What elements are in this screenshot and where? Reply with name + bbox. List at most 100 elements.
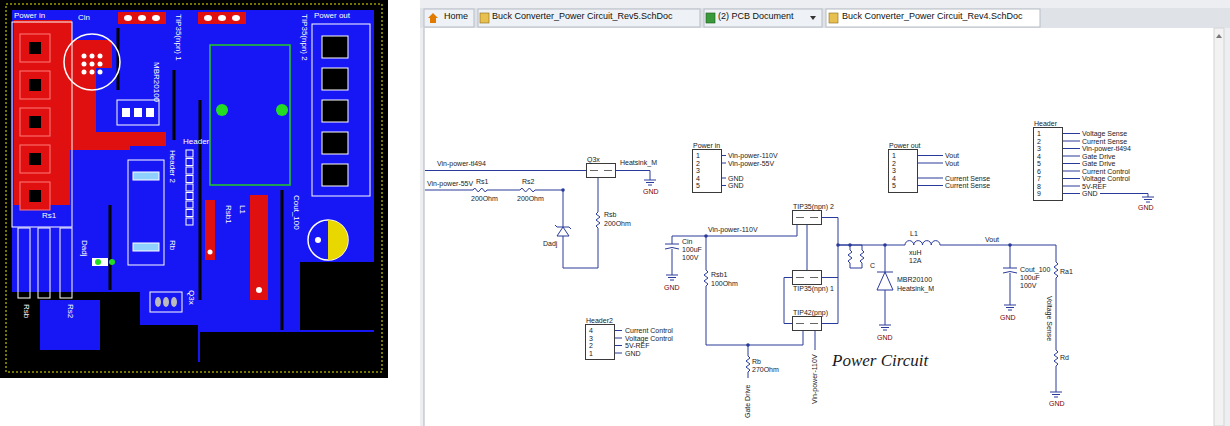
silkscreen-label: Rs1	[42, 212, 56, 220]
net-label: 100uF	[1020, 274, 1040, 281]
net-label: Current Sense	[945, 182, 990, 189]
pin-number: 9	[1034, 190, 1041, 198]
net-label: Vin-power-55V	[427, 180, 473, 187]
silkscreen-label: Dadj	[80, 240, 88, 256]
net-label: 5V-REF	[625, 342, 650, 349]
net-label: GND	[625, 350, 641, 357]
net-label: GND	[728, 175, 744, 182]
net-label: Cin	[682, 238, 693, 245]
connector-header: Header24321	[585, 324, 615, 360]
power-port-label: GND	[1000, 314, 1016, 321]
net-label: Rs1	[476, 178, 488, 185]
transistor-symbol: Q3x	[586, 163, 616, 178]
net-label: Vin-power-110V	[811, 354, 818, 404]
silkscreen-label: Power out	[314, 12, 350, 20]
net-label: 270Ohm	[752, 366, 779, 373]
power-port-label: GND	[664, 284, 680, 291]
pin-number: 1	[693, 152, 700, 160]
wire-connector	[784, 278, 792, 324]
pin-number: 1	[1034, 130, 1041, 138]
part-designator: Power in	[693, 142, 720, 149]
net-label: Voltage Sense	[1082, 130, 1127, 137]
pin-number: 3	[1034, 145, 1041, 153]
net-label: L1	[910, 230, 918, 237]
net-label: 12A	[909, 257, 921, 264]
pcb-layout	[0, 0, 388, 378]
net-label: Rd	[1060, 354, 1069, 361]
pin-number: 4	[693, 175, 700, 183]
pin-number: 5	[1034, 160, 1041, 168]
silkscreen-label: Rb	[168, 240, 176, 250]
net-label: Current Sense	[1082, 138, 1127, 145]
silkscreen-label: TIP35(npn) 2	[300, 14, 308, 61]
net-label: GND	[1082, 190, 1098, 197]
net-label: 100Ohm	[711, 280, 738, 287]
net-label: Rsb	[604, 211, 616, 218]
pin-number: 4	[1034, 153, 1041, 161]
pin-number: 2	[1034, 138, 1041, 146]
pin-number: 4	[889, 175, 896, 183]
silkscreen-label: Rsb	[22, 304, 30, 318]
part-designator: TIP35(npn) 1	[793, 285, 834, 292]
net-label: Vout	[985, 236, 999, 243]
net-label: Vout	[945, 160, 959, 167]
pin-number: 1	[889, 152, 896, 160]
net-label: Heatsink_M	[897, 285, 934, 292]
pin-number: 2	[889, 160, 896, 168]
net-label: 5V-REF	[1082, 183, 1107, 190]
net-label: Vin-power-110V	[708, 226, 758, 233]
pin-number: 5	[693, 182, 700, 190]
silkscreen-label: Power in	[14, 12, 45, 20]
net-label: 100uF	[682, 246, 702, 253]
part-designator: Header2	[586, 317, 613, 324]
net-label: 200Ohm	[517, 195, 544, 202]
connector-header: Power in12345	[692, 149, 722, 193]
pin-number: 3	[889, 167, 896, 175]
net-label: MBR20100	[897, 276, 932, 283]
net-label: Gate Drive	[1082, 153, 1115, 160]
transistor-symbol: TIP42(pnp)	[792, 316, 822, 331]
part-designator: Header	[1034, 120, 1057, 127]
net-label: C	[870, 262, 875, 269]
wire-connector	[807, 225, 808, 270]
net-label: Voltage Control	[625, 335, 673, 342]
silkscreen-label: Rs2	[66, 304, 74, 318]
sheet-title: Power Circuit	[832, 352, 928, 369]
silkscreen-label: Cin	[78, 14, 90, 22]
power-port-label: GND	[643, 188, 659, 195]
net-label: Cout_100	[1020, 266, 1050, 273]
editor-window	[420, 0, 1230, 426]
part-designator: Power out	[889, 142, 921, 149]
tab-title: Buck Converter_Power Circuit_Rev5.SchDoc	[492, 12, 673, 21]
silkscreen-label: Header	[183, 138, 209, 146]
pin-number: 2	[586, 342, 593, 350]
connector-header: Header123456789	[1033, 127, 1063, 201]
transistor-symbol: TIP35(npn) 1	[792, 270, 822, 285]
part-designator: TIP35(npn) 2	[793, 203, 834, 210]
net-label: Vin-power-110V	[728, 152, 778, 159]
tab-title: (2) PCB Document	[718, 12, 794, 21]
net-label: 200Ohm	[471, 195, 498, 202]
pin-number: 1	[586, 350, 593, 358]
net-label: Current Control	[1082, 168, 1130, 175]
pin-number: 3	[693, 167, 700, 175]
pin-number: 7	[1034, 175, 1041, 183]
net-label: Gate Drive	[1082, 160, 1115, 167]
net-label: Gate Drive	[744, 385, 751, 418]
silkscreen-label: MBR20100	[152, 62, 160, 102]
schematic-wires	[425, 134, 1154, 398]
pin-number: 8	[1034, 183, 1041, 191]
pin-number: 2	[693, 160, 700, 168]
net-label: Ra1	[1060, 268, 1073, 275]
net-label: Heatsink_M	[620, 159, 657, 166]
net-label: Vout	[945, 152, 959, 159]
net-label: Vin-power-tl494	[1082, 145, 1131, 152]
net-label: Current Control	[625, 327, 673, 334]
pin-number: 3	[586, 335, 593, 343]
net-label: Vin-power-55V	[728, 160, 774, 167]
net-label: xuH	[909, 249, 921, 256]
tab-title: Home	[444, 12, 468, 21]
power-port-label: GND	[877, 334, 893, 341]
connector-header: Power out12345	[888, 149, 918, 193]
